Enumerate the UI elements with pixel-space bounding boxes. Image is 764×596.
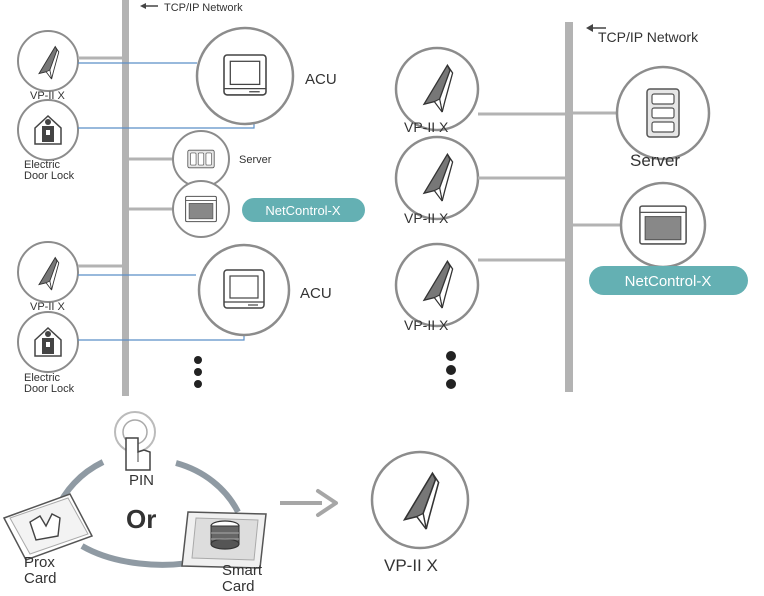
left-group-1: VP-II X Electric Door Lock ACU xyxy=(17,26,337,182)
reader-label: VP-II X xyxy=(30,301,66,313)
left-server: Server xyxy=(129,130,272,188)
lock-label-line1: Electric xyxy=(24,372,61,384)
server-icon xyxy=(646,88,680,138)
left-group-2: VP-II X Electric Door Lock ACU xyxy=(17,241,332,395)
netcontrol-pill xyxy=(242,198,365,222)
left-network-diagram: TCP/IP Network VP-II X Electric Door Loc… xyxy=(17,0,365,396)
result-reader: VP-II X xyxy=(370,450,470,575)
left-netcontrol: NetControl-X xyxy=(129,180,365,238)
server-label: Server xyxy=(239,154,272,166)
reader-label: VP-II X xyxy=(404,119,449,135)
netcontrol-box-icon xyxy=(185,195,217,223)
acu-label: ACU xyxy=(300,285,332,302)
reader-label: VP-II X xyxy=(30,90,66,102)
server-icon xyxy=(187,149,215,169)
lock-acu-link xyxy=(78,328,245,341)
reader-label: VP-II X xyxy=(404,210,449,226)
right-network-diagram: TCP/IP Network VP-II X VP-II X VP-II X S… xyxy=(394,22,748,392)
left-network-bus xyxy=(122,0,129,396)
credential-options-diagram: PIN Or Prox Card Smart Card VP-II X xyxy=(2,411,470,595)
right-reader-1: VP-II X xyxy=(394,46,565,135)
smart-card-icon xyxy=(181,511,267,569)
right-reader-3: VP-II X xyxy=(394,242,565,333)
right-netcontrol: NetControl-X xyxy=(573,181,748,295)
right-more-dots-icon xyxy=(446,351,456,389)
server-label: Server xyxy=(630,151,680,170)
left-network-arrow-icon xyxy=(140,3,158,9)
left-network-label: TCP/IP Network xyxy=(164,2,243,14)
lock-label-line1: Electric xyxy=(24,159,61,171)
arrow-right-icon xyxy=(280,489,338,517)
netcontrol-box-icon xyxy=(639,205,687,245)
right-server: Server xyxy=(573,65,711,170)
prox-card-icon xyxy=(2,493,94,561)
right-network-label: TCP/IP Network xyxy=(598,29,699,45)
or-label: Or xyxy=(126,504,156,534)
netcontrol-label: NetControl-X xyxy=(265,203,340,218)
right-network-arrow-icon xyxy=(586,24,606,32)
prox-label-line1: Prox xyxy=(24,554,55,571)
acu-label: ACU xyxy=(305,71,337,88)
smart-label-line2: Card xyxy=(222,578,255,595)
acu-computer-icon xyxy=(223,269,265,309)
lock-label-line2: Door Lock xyxy=(24,383,75,395)
right-reader-2: VP-II X xyxy=(394,135,565,226)
acu-computer-icon xyxy=(223,54,267,96)
smart-label-line1: Smart xyxy=(222,562,263,579)
netcontrol-label: NetControl-X xyxy=(625,273,712,290)
right-network-bus xyxy=(565,22,573,392)
lock-label-line2: Door Lock xyxy=(24,170,75,182)
pin-label: PIN xyxy=(129,472,154,489)
reader-label: VP-II X xyxy=(384,556,438,575)
left-more-dots-icon xyxy=(194,356,202,388)
netcontrol-pill xyxy=(589,266,748,295)
reader-label: VP-II X xyxy=(404,317,449,333)
prox-label-line2: Card xyxy=(24,570,57,587)
finger-press-pin-icon xyxy=(114,411,156,471)
